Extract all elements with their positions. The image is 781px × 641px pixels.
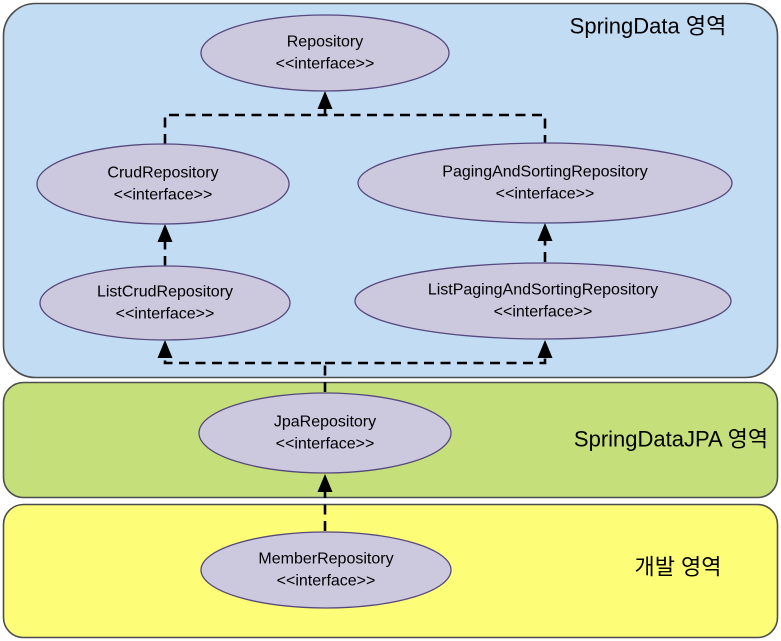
- inheritance-arrowhead-icon: [537, 223, 553, 241]
- node-ellipse-paging: [357, 142, 733, 224]
- node-jpa-repository: JpaRepository <<interface>>: [198, 392, 452, 474]
- node-name: CrudRepository: [107, 165, 218, 182]
- edge-listcrud-to-crud: [157, 224, 173, 266]
- node-name: MemberRepository: [258, 551, 393, 568]
- node-stereotype: <<interface>>: [496, 186, 595, 203]
- region-label-spring-data-jpa: SpringDataJPA 영역: [574, 427, 768, 452]
- node-ellipse-repository: [200, 14, 450, 92]
- node-stereotype: <<interface>>: [116, 306, 215, 323]
- node-repository: Repository <<interface>>: [200, 14, 450, 92]
- node-stereotype: <<interface>>: [494, 304, 593, 321]
- inheritance-arrowhead-icon: [157, 340, 173, 358]
- node-stereotype: <<interface>>: [277, 573, 376, 590]
- edge-crud-and-paging-to-repository: [163, 91, 547, 144]
- edge-line: [163, 358, 327, 392]
- node-member-repository: MemberRepository <<interface>>: [200, 531, 452, 609]
- inheritance-arrowhead-icon: [537, 340, 553, 358]
- node-paging-and-sorting-repository: PagingAndSortingRepository <<interface>>: [357, 142, 733, 224]
- inheritance-arrowhead-icon: [317, 91, 333, 109]
- node-name: JpaRepository: [274, 414, 376, 431]
- inheritance-arrowhead-icon: [317, 474, 333, 492]
- node-ellipse-list-crud: [39, 265, 291, 341]
- node-ellipse-jpa: [198, 392, 452, 474]
- node-ellipse-list-paging: [354, 262, 732, 340]
- node-name: ListCrudRepository: [97, 284, 233, 301]
- region-label-spring-data: SpringData 영역: [570, 14, 727, 39]
- node-name: Repository: [287, 34, 363, 51]
- node-ellipse-crud: [36, 143, 290, 225]
- node-stereotype: <<interface>>: [276, 56, 375, 73]
- node-ellipse-member: [200, 531, 452, 609]
- edge-member-to-jpa: [317, 474, 333, 531]
- edge-jpa-to-listcrud-and-listpaging: [157, 340, 553, 392]
- node-stereotype: <<interface>>: [276, 436, 375, 453]
- node-list-crud-repository: ListCrudRepository <<interface>>: [39, 265, 291, 341]
- inheritance-arrowhead-icon: [157, 224, 173, 242]
- edge-line: [163, 113, 547, 144]
- edge-listpaging-to-paging: [537, 223, 553, 262]
- node-list-paging-and-sorting-repository: ListPagingAndSortingRepository <<interfa…: [354, 262, 732, 340]
- node-crud-repository: CrudRepository <<interface>>: [36, 143, 290, 225]
- node-name: ListPagingAndSortingRepository: [428, 282, 658, 299]
- edge-line: [325, 358, 547, 365]
- node-stereotype: <<interface>>: [114, 187, 213, 204]
- region-label-dev: 개발 영역: [634, 555, 721, 580]
- node-name: PagingAndSortingRepository: [442, 164, 647, 181]
